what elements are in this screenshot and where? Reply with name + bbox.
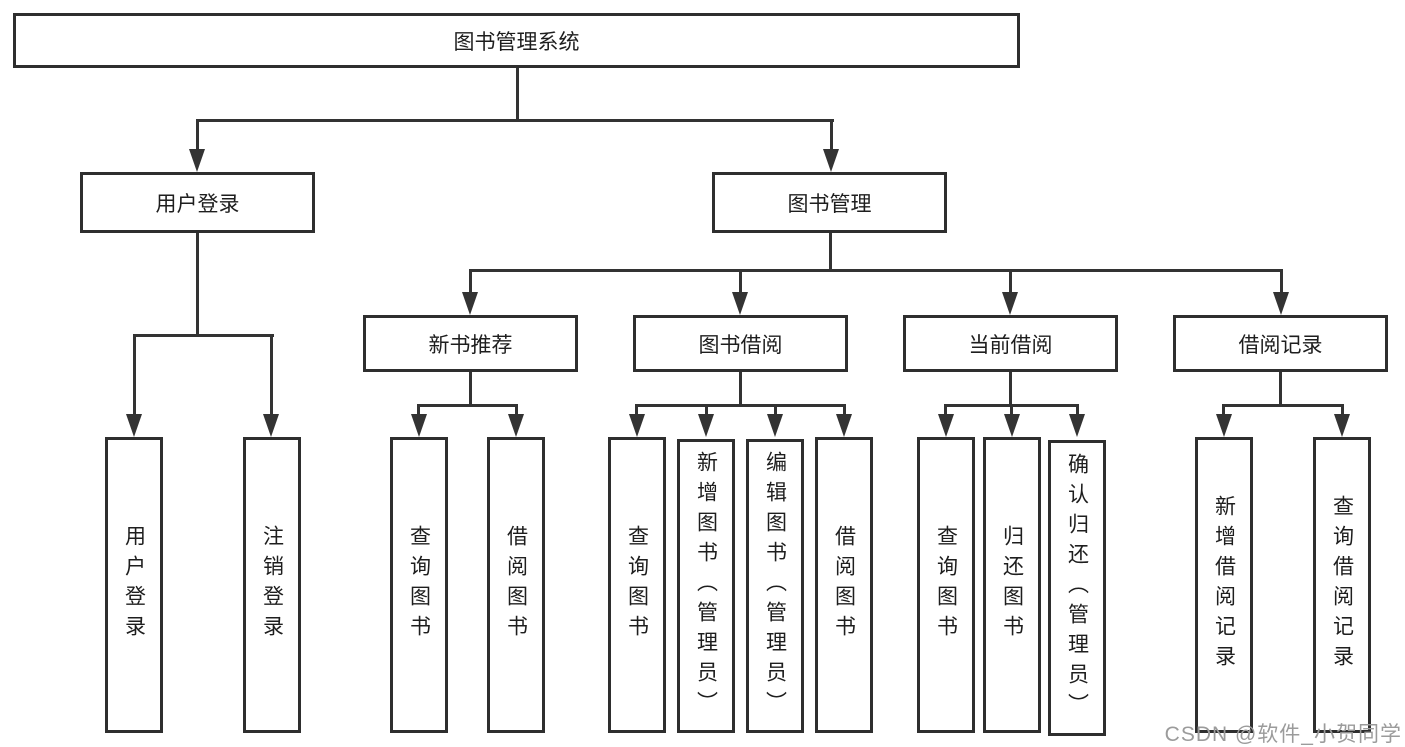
arrowhead-borrow-records <box>1273 292 1289 315</box>
csdn-watermark: CSDN @软件_小贺同学 <box>1164 723 1402 746</box>
connector-userlogin-rail <box>133 334 274 337</box>
leaf-bb-query-books-label: 查询图书 <box>625 525 649 645</box>
connector-rec-rail <box>417 404 518 407</box>
node-borrow-records-label: 借阅记录 <box>1238 333 1323 357</box>
connector-l2-drop-1 <box>469 269 472 293</box>
leaf-bb-query-books: 查询图书 <box>608 437 666 733</box>
node-new-book-rec: 新书推荐 <box>363 315 578 372</box>
node-root-label: 图书管理系统 <box>453 30 580 54</box>
leaf-cb-return-books-label: 归还图书 <box>1000 525 1024 645</box>
connector-rec-stem <box>469 372 472 406</box>
node-book-borrow: 图书借阅 <box>633 315 848 372</box>
leaf-bb-add-books-label: 新增图书（管理员） <box>694 451 718 721</box>
arrowhead-cb-confirm-return <box>1069 414 1085 437</box>
leaf-bb-add-books: 新增图书（管理员） <box>677 439 735 733</box>
leaf-cb-query-books: 查询图书 <box>917 437 975 733</box>
node-user-login: 用户登录 <box>80 172 315 233</box>
connector-bb-stem <box>739 372 742 406</box>
leaf-cb-query-books-label: 查询图书 <box>934 525 958 645</box>
arrowhead-bb-add-books <box>698 414 714 437</box>
leaf-user-login-label: 用户登录 <box>122 525 146 645</box>
connector-br-stem <box>1279 372 1282 406</box>
connector-rec-drop-1 <box>417 404 420 416</box>
connector-cb-drop-2 <box>1010 404 1013 416</box>
arrowhead-bb-borrow-books <box>836 414 852 437</box>
connector-l1-drop-right <box>830 119 833 152</box>
arrowhead-book-mgmt <box>823 149 839 172</box>
node-new-book-rec-label: 新书推荐 <box>428 333 513 357</box>
arrowhead-cb-query-books <box>938 414 954 437</box>
node-user-login-label: 用户登录 <box>155 192 240 216</box>
leaf-rec-query-books: 查询图书 <box>390 437 448 733</box>
node-current-borrow-label: 当前借阅 <box>968 333 1053 357</box>
arrowhead-book-borrow <box>732 292 748 315</box>
arrowhead-rec-borrow-books <box>508 414 524 437</box>
arrowhead-new-book-rec <box>462 292 478 315</box>
connector-bb-drop-3 <box>774 404 777 416</box>
connector-l1-rail <box>196 119 834 122</box>
leaf-cb-confirm-return-label: 确认归还（管理员） <box>1065 453 1089 723</box>
connector-root-stem <box>516 68 519 121</box>
connector-l2-rail <box>469 269 1283 272</box>
connector-br-drop-1 <box>1222 404 1225 416</box>
leaf-user-login: 用户登录 <box>105 437 163 733</box>
connector-l2-drop-4 <box>1280 269 1283 293</box>
connector-rec-drop-2 <box>515 404 518 416</box>
connector-userlogin-drop-2 <box>270 334 273 416</box>
leaf-logout-label: 注销登录 <box>260 525 284 645</box>
arrowhead-bb-query-books <box>629 414 645 437</box>
arrowhead-user-login <box>189 149 205 172</box>
arrowhead-bb-edit-books <box>767 414 783 437</box>
leaf-bb-edit-books: 编辑图书（管理员） <box>746 439 804 733</box>
arrowhead-leaf-user-login <box>126 414 142 437</box>
leaf-cb-return-books: 归还图书 <box>983 437 1041 733</box>
connector-l1-drop-left <box>196 119 199 152</box>
leaf-bb-borrow-books-label: 借阅图书 <box>832 525 856 645</box>
connector-br-drop-2 <box>1341 404 1344 416</box>
node-root: 图书管理系统 <box>13 13 1020 68</box>
connector-userlogin-drop-1 <box>133 334 136 416</box>
leaf-cb-confirm-return: 确认归还（管理员） <box>1048 440 1106 736</box>
arrowhead-br-add-record <box>1216 414 1232 437</box>
arrowhead-current-borrow <box>1002 292 1018 315</box>
leaf-br-query-record: 查询借阅记录 <box>1313 437 1371 733</box>
arrowhead-br-query-record <box>1334 414 1350 437</box>
leaf-br-add-record-label: 新增借阅记录 <box>1212 495 1236 675</box>
connector-l2-drop-2 <box>739 269 742 293</box>
leaf-br-query-record-label: 查询借阅记录 <box>1330 495 1354 675</box>
connector-bb-drop-1 <box>635 404 638 416</box>
leaf-bb-edit-books-label: 编辑图书（管理员） <box>763 451 787 721</box>
leaf-br-add-record: 新增借阅记录 <box>1195 437 1253 733</box>
leaf-rec-borrow-books: 借阅图书 <box>487 437 545 733</box>
connector-l2-drop-3 <box>1009 269 1012 293</box>
leaf-rec-borrow-books-label: 借阅图书 <box>504 525 528 645</box>
connector-bookmgmt-stem <box>829 233 832 272</box>
arrowhead-cb-return-books <box>1004 414 1020 437</box>
node-book-borrow-label: 图书借阅 <box>698 333 783 357</box>
connector-cb-drop-1 <box>944 404 947 416</box>
connector-cb-drop-3 <box>1076 404 1079 416</box>
node-current-borrow: 当前借阅 <box>903 315 1118 372</box>
connector-bb-rail <box>635 404 846 407</box>
connector-br-rail <box>1222 404 1344 407</box>
connector-userlogin-stem <box>196 233 199 335</box>
connector-bb-drop-2 <box>705 404 708 416</box>
leaf-logout: 注销登录 <box>243 437 301 733</box>
arrowhead-rec-query-books <box>411 414 427 437</box>
node-borrow-records: 借阅记录 <box>1173 315 1388 372</box>
arrowhead-leaf-logout <box>263 414 279 437</box>
leaf-rec-query-books-label: 查询图书 <box>407 525 431 645</box>
leaf-bb-borrow-books: 借阅图书 <box>815 437 873 733</box>
connector-bb-drop-4 <box>843 404 846 416</box>
node-book-mgmt-label: 图书管理 <box>787 192 872 216</box>
connector-cb-stem <box>1009 372 1012 406</box>
node-book-mgmt: 图书管理 <box>712 172 947 233</box>
